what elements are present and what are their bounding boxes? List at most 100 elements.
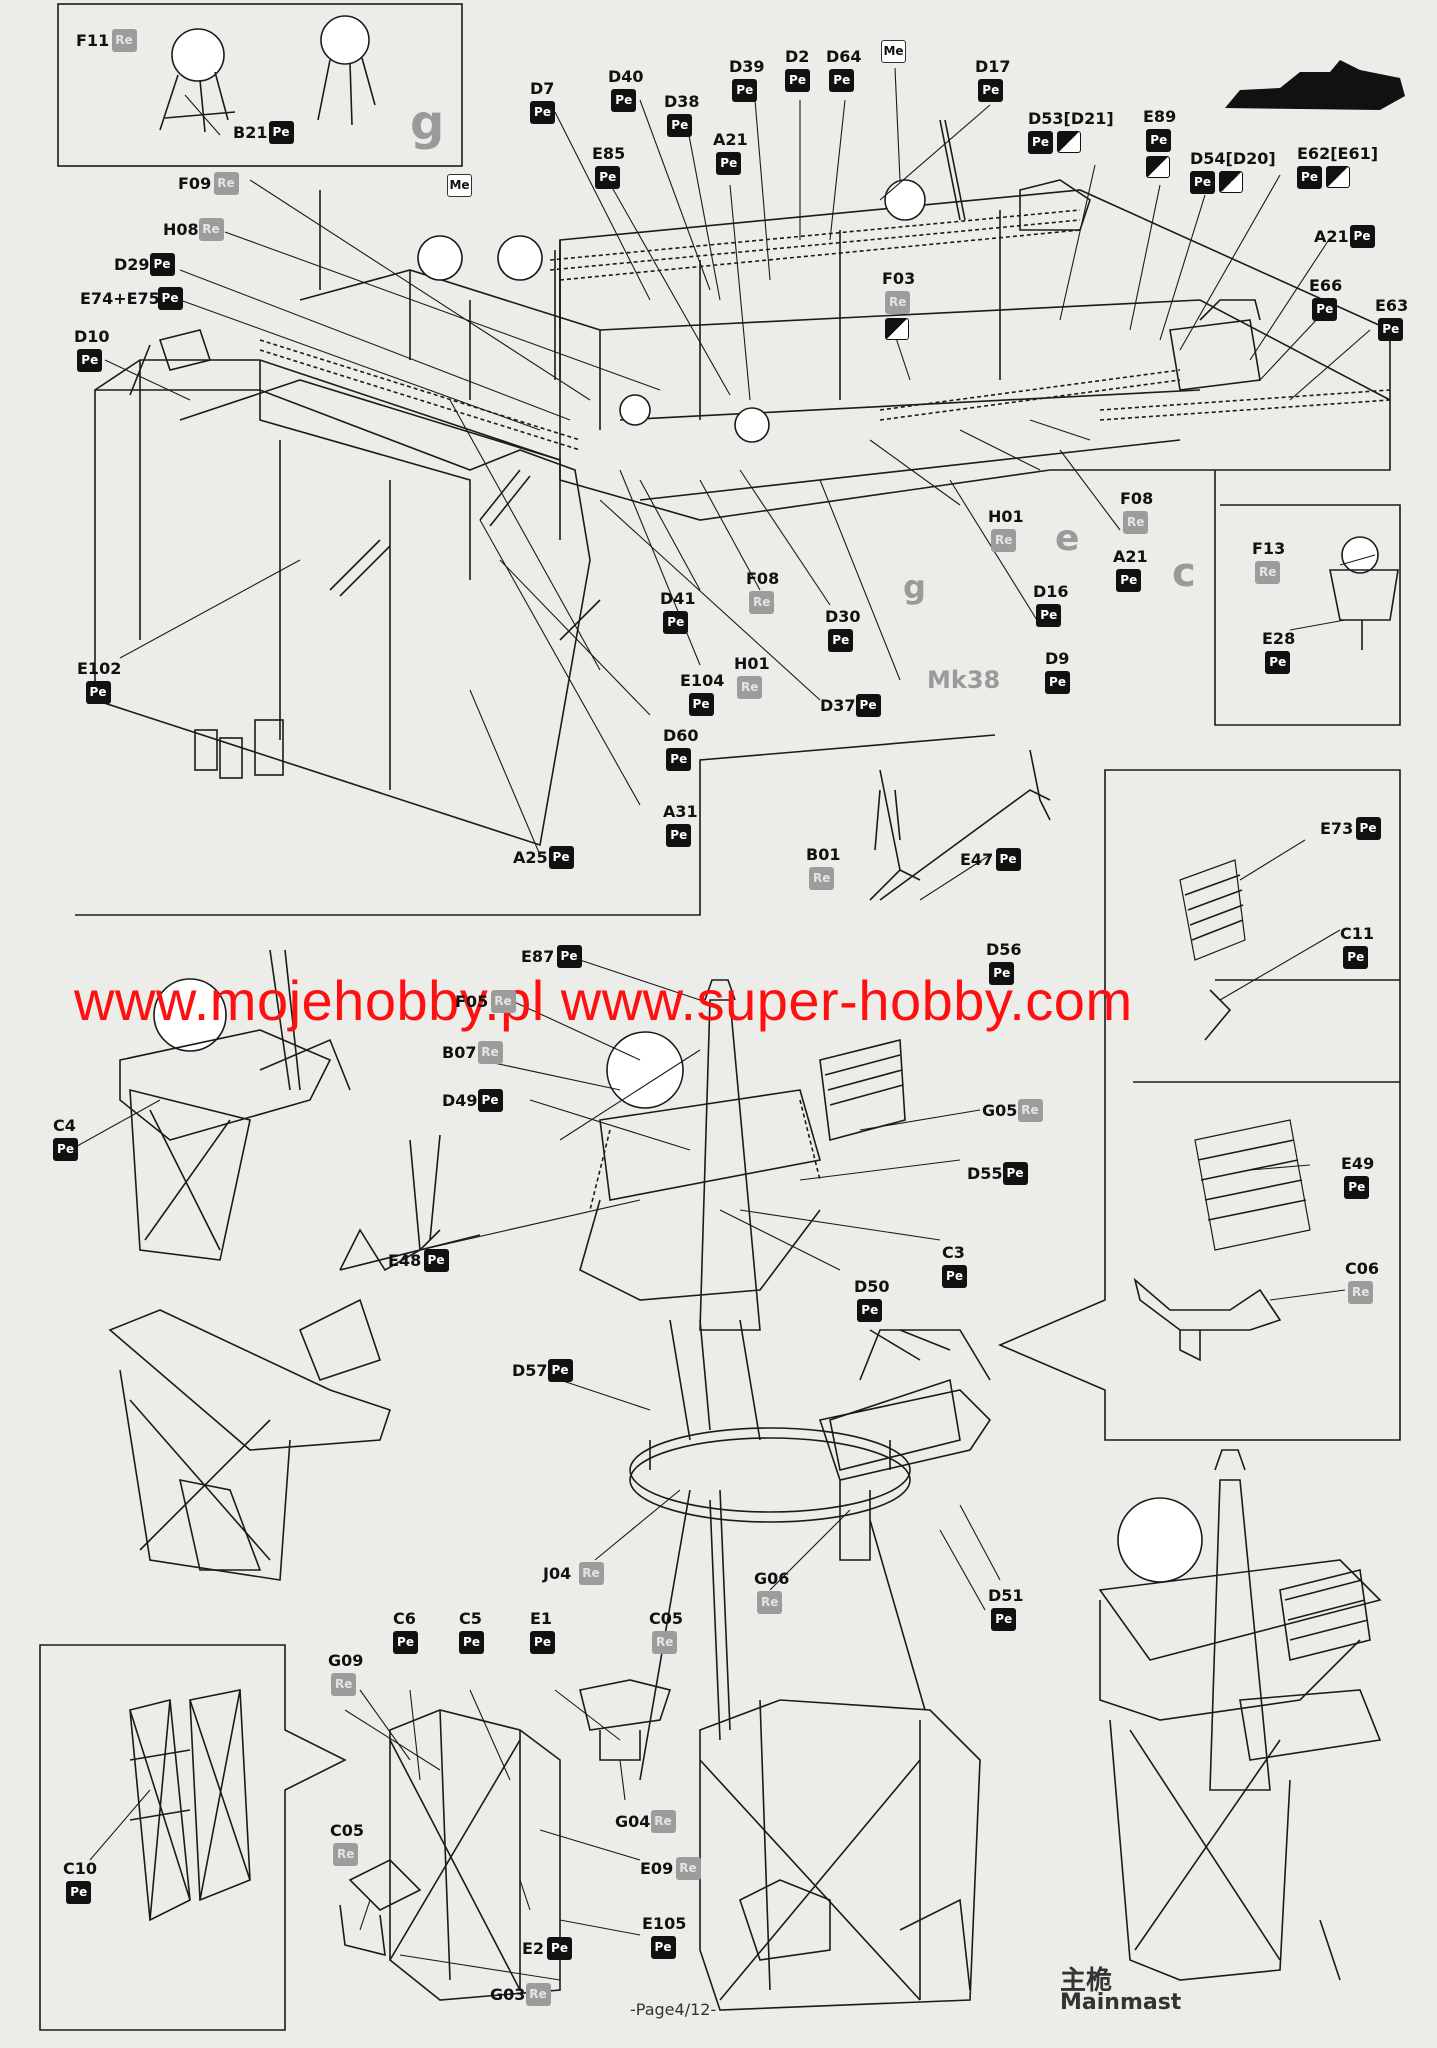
photo-etch-tag: Pe	[828, 629, 854, 652]
part-label-b21: B21	[233, 123, 268, 142]
part-label-h01: H01	[988, 507, 1024, 526]
resin-tag: Re	[1017, 1099, 1043, 1122]
resin-tag: Re	[1123, 511, 1149, 534]
photo-etch-tag: Pe	[1355, 817, 1381, 840]
part-label-e73: E73	[1320, 819, 1354, 838]
part-label-j04: J04	[543, 1564, 572, 1583]
step-letter-e: e	[1055, 518, 1080, 559]
part-label-d37: D37	[820, 696, 856, 715]
photo-etch-tag: Pe	[1190, 171, 1215, 194]
photo-etch-tag: Pe	[666, 824, 692, 847]
resin-tag: Re	[111, 29, 137, 52]
photo-etch-tag: Pe	[688, 693, 714, 716]
photo-etch-tag: Pe	[942, 1265, 967, 1288]
resin-tag: Re	[650, 1810, 676, 1833]
part-label-d57: D57	[512, 1361, 548, 1380]
part-label-f08: F08	[1120, 489, 1154, 508]
part-label-e89: E89	[1143, 107, 1177, 126]
part-label-d53-d21-: D53[D21]	[1028, 109, 1114, 128]
resin-tag: Re	[675, 1857, 701, 1880]
photo-etch-tag: Pe	[547, 1359, 573, 1382]
resin-tag: Re	[490, 990, 516, 1013]
resin-tag: Re	[737, 676, 763, 699]
part-label-e66: E66	[1309, 276, 1343, 295]
part-label-d56: D56	[986, 940, 1022, 959]
photo-etch-tag: Pe	[995, 848, 1021, 871]
swap-part-icon	[1146, 156, 1171, 178]
photo-etch-tag: Pe	[268, 121, 294, 144]
metal-part-tag: Me	[881, 40, 906, 63]
part-label-f03: F03	[882, 269, 916, 288]
part-label-e105: E105	[642, 1914, 687, 1933]
part-label-d38: D38	[664, 92, 700, 111]
part-label-e74-e75: E74+E75	[80, 289, 160, 308]
part-label-d39: D39	[729, 57, 765, 76]
part-label-e102: E102	[77, 659, 122, 678]
part-label-c05: C05	[330, 1821, 365, 1840]
page-number: -Page4/12-	[630, 2000, 717, 2019]
photo-etch-tag: Pe	[1265, 651, 1291, 674]
photo-etch-tag: Pe	[53, 1138, 78, 1161]
step-letter-g-top: g	[410, 95, 445, 151]
part-label-d9: D9	[1045, 649, 1070, 668]
resin-tag: Re	[885, 291, 911, 314]
photo-etch-tag: Pe	[548, 846, 574, 869]
photo-etch-tag: Pe	[650, 1936, 676, 1959]
step-label-mk38: Mk38	[927, 666, 1001, 694]
photo-etch-tag: Pe	[1036, 604, 1062, 627]
part-label-g03: G03	[490, 1985, 526, 2004]
resin-tag: Re	[1348, 1281, 1374, 1304]
photo-etch-tag: Pe	[732, 79, 758, 102]
part-label-f13: F13	[1252, 539, 1286, 558]
part-label-a21: A21	[1314, 227, 1349, 246]
resin-tag: Re	[477, 1041, 503, 1064]
photo-etch-tag: Pe	[667, 114, 693, 137]
mainmast-title: Mainmast	[1060, 1990, 1182, 2015]
photo-etch-tag: Pe	[423, 1249, 449, 1272]
photo-etch-tag: Pe	[547, 1937, 572, 1960]
photo-etch-tag: Pe	[1297, 166, 1322, 189]
part-label-e49: E49	[1341, 1154, 1375, 1173]
photo-etch-tag: Pe	[989, 962, 1015, 985]
part-label-e63: E63	[1375, 296, 1409, 315]
watermark: www.mojehobby.pl www.super-hobby.com	[74, 969, 1133, 1032]
photo-etch-tag: Pe	[978, 79, 1004, 102]
photo-etch-tag: Pe	[393, 1631, 418, 1654]
part-label-a31: A31	[663, 802, 698, 821]
photo-etch-tag: Pe	[666, 748, 692, 771]
photo-etch-tag: Pe	[1349, 225, 1375, 248]
part-label-e1: E1	[530, 1609, 553, 1628]
photo-etch-tag: Pe	[1028, 131, 1053, 154]
part-label-f11: F11	[76, 31, 110, 50]
part-label-e87: E87	[521, 947, 555, 966]
part-label-f08: F08	[746, 569, 780, 588]
part-label-d29: D29	[114, 255, 150, 274]
part-label-a25: A25	[513, 848, 548, 867]
part-label-d50: D50	[854, 1277, 890, 1296]
part-label-c06: C06	[1345, 1259, 1380, 1278]
part-label-g04: G04	[615, 1812, 651, 1831]
photo-etch-tag: Pe	[716, 152, 742, 175]
part-label-d10: D10	[74, 327, 110, 346]
photo-etch-tag: Pe	[855, 694, 881, 717]
part-label-f05: F05	[455, 992, 489, 1011]
part-label-c11: C11	[1340, 924, 1375, 943]
photo-etch-tag: Pe	[857, 1299, 883, 1322]
photo-etch-tag: Pe	[149, 253, 175, 276]
photo-etch-tag: Pe	[85, 681, 111, 704]
photo-etch-tag: Pe	[785, 69, 810, 92]
metal-part-tag: Me	[447, 174, 472, 197]
photo-etch-tag: Pe	[459, 1631, 484, 1654]
part-label-g09: G09	[328, 1651, 364, 1670]
part-label-d17: D17	[975, 57, 1011, 76]
swap-part-icon	[1326, 166, 1350, 188]
part-label-c6: C6	[393, 1609, 416, 1628]
photo-etch-tag: Pe	[1343, 946, 1369, 969]
part-label-b07: B07	[442, 1043, 477, 1062]
part-label-c5: C5	[459, 1609, 482, 1628]
part-label-d41: D41	[660, 589, 696, 608]
swap-part-icon	[885, 318, 910, 340]
part-label-e85: E85	[592, 144, 626, 163]
resin-tag: Re	[1255, 561, 1281, 584]
part-label-c05: C05	[649, 1609, 684, 1628]
